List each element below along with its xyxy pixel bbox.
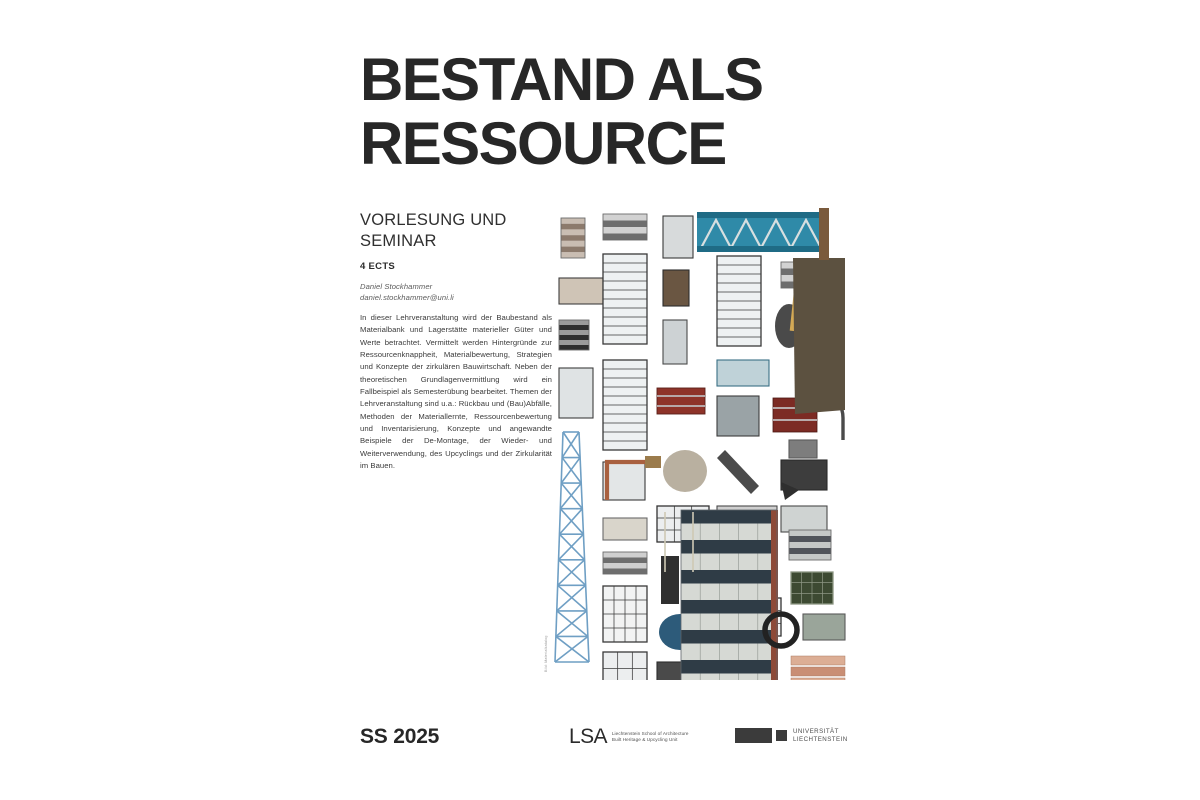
- collage-image: [554, 208, 846, 680]
- lsa-logo: LSA Liechtenstein School of Architecture…: [569, 726, 689, 747]
- lsa-wordmark: LSA: [569, 725, 608, 748]
- university-logo-text: UNIVERSITÄT LIECHTENSTEIN: [793, 728, 848, 743]
- university-logo-line-1: UNIVERSITÄT: [793, 728, 839, 735]
- lsa-logo-line-2: Built Heritage & Upcycling Unit: [611, 737, 678, 742]
- semester-label: SS 2025: [360, 725, 440, 748]
- university-logo-line-2: LIECHTENSTEIN: [793, 735, 848, 743]
- lsa-logo-text: Liechtenstein School of Architecture Bui…: [612, 730, 689, 744]
- page-title: BESTAND ALS RESSOURCE: [360, 48, 860, 176]
- footer: SS 2025 LSA Liechtenstein School of Arch…: [360, 722, 850, 762]
- subtitle-line-2: SEMINAR: [360, 232, 437, 250]
- author-block: Daniel Stockhammer daniel.stockhammer@un…: [360, 282, 560, 303]
- title-line-2: RESSOURCE: [360, 110, 727, 177]
- university-mark-wide-bar-icon: [735, 728, 772, 744]
- material-collage: Bild: Materialkatalog: [544, 200, 850, 680]
- subtitle-line-1: VORLESUNG UND: [360, 211, 507, 229]
- university-logo: UNIVERSITÄT LIECHTENSTEIN: [735, 728, 848, 744]
- lsa-logo-line-1: Liechtenstein School of Architecture: [611, 730, 689, 736]
- subtitle-block: VORLESUNG UND SEMINAR 4 ECTS Daniel Stoc…: [360, 210, 560, 303]
- author-name: Daniel Stockhammer: [360, 282, 433, 291]
- ects-credits: 4 ECTS: [360, 261, 396, 272]
- author-email[interactable]: daniel.stockhammer@uni.li: [360, 292, 454, 302]
- photo-credit: Bild: Materialkatalog: [544, 635, 548, 672]
- title-line-1: BESTAND ALS: [360, 46, 764, 113]
- course-description: In dieser Lehrveranstaltung wird der Bau…: [360, 313, 552, 471]
- university-mark-small-square-icon: [776, 730, 787, 741]
